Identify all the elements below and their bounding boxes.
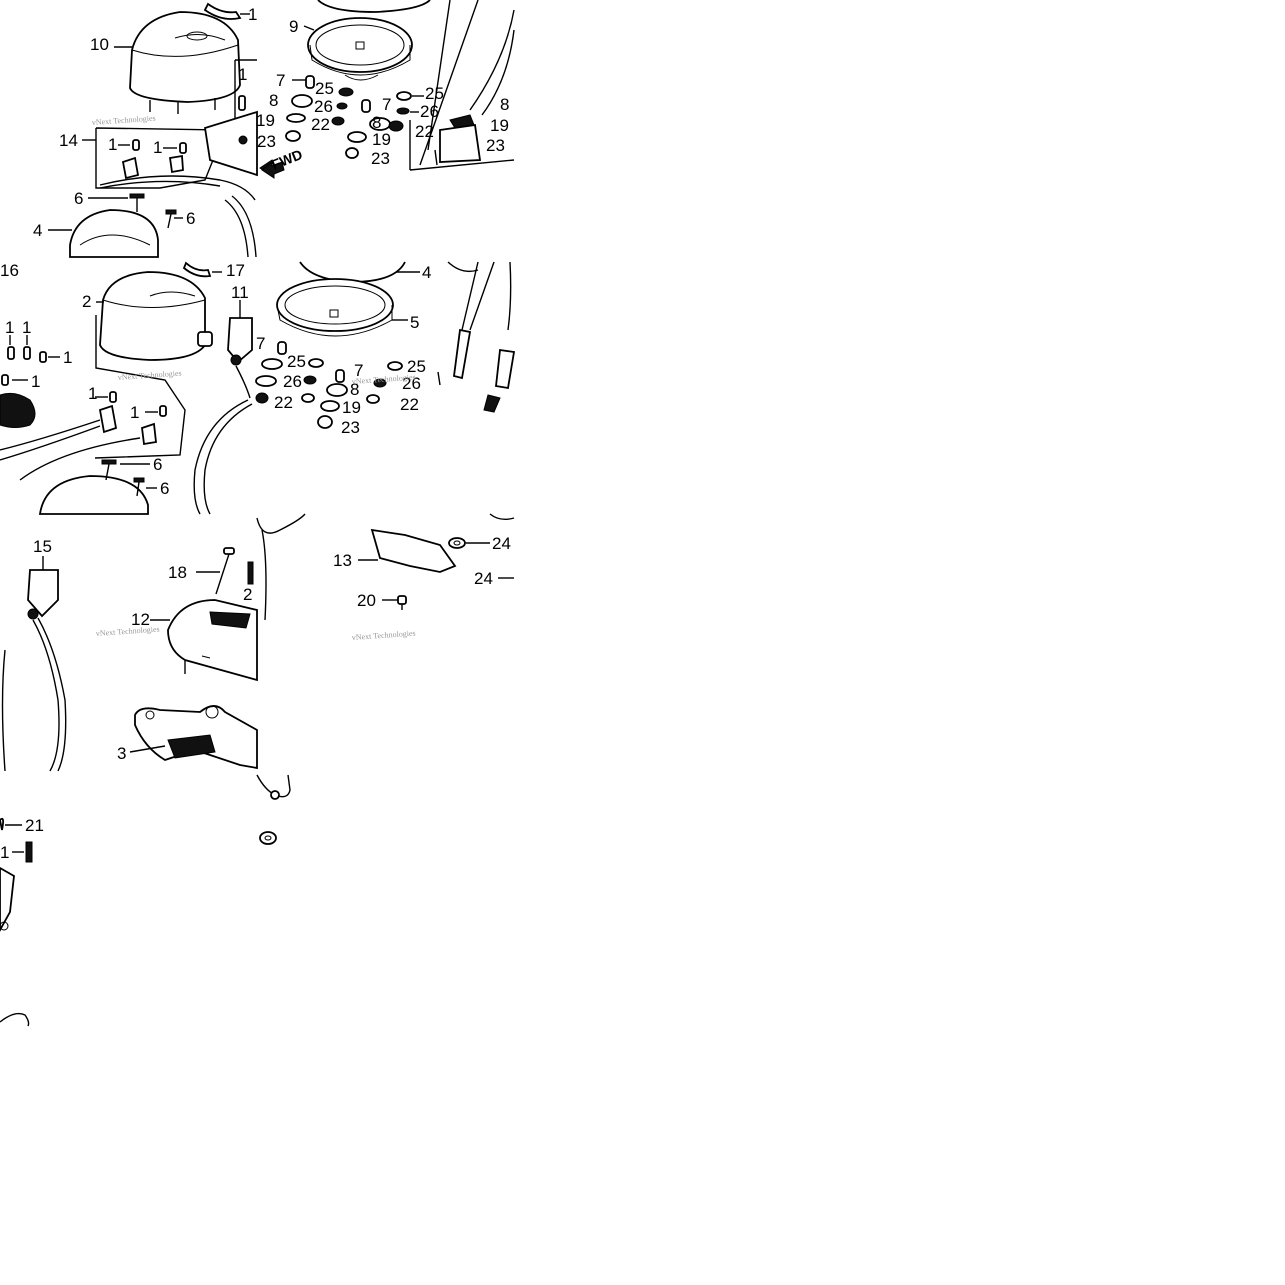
- tile-4-meter-cup: 4 5 7 25 7 25 26 26 8 22 22 19 23 vNext …: [255, 261, 516, 437]
- callout-15: 15: [33, 537, 52, 556]
- callout-22: 22: [311, 115, 330, 134]
- callout-1: 1: [88, 384, 97, 403]
- callout-1: 1: [31, 372, 40, 391]
- callout-22: 22: [415, 122, 434, 141]
- watermark-text: vNext Technologies: [96, 625, 160, 638]
- callout-19: 19: [372, 130, 391, 149]
- callout-19: 19: [490, 116, 509, 135]
- callout-25: 25: [287, 352, 306, 371]
- callout-1: 1: [63, 348, 72, 367]
- callout-1: 1: [238, 65, 247, 84]
- callout-3: 3: [117, 744, 126, 763]
- callout-17: 17: [226, 261, 245, 280]
- callout-13: 13: [333, 551, 352, 570]
- tile-3-meter-assembly: 16 17 2 11 1 1 1 1 1 1 6 6 vNext Technol…: [0, 261, 253, 515]
- callout-4: 4: [422, 263, 431, 282]
- callout-19: 19: [342, 398, 361, 417]
- callout-1: 1: [5, 318, 14, 337]
- callout-9: 9: [289, 17, 298, 36]
- meter-housing: [129, 11, 241, 103]
- callout-20: 20: [357, 591, 376, 610]
- tile-7-fasteners: 21 1: [0, 774, 291, 1027]
- tile-5-meter-panel: 15 18 2 12 3 vNext Technologies: [1, 537, 258, 772]
- callout-10: 10: [90, 35, 109, 54]
- callout-18: 18: [168, 563, 187, 582]
- watermark-text: vNext Technologies: [92, 114, 156, 127]
- callout-26: 26: [402, 374, 421, 393]
- callout-8: 8: [269, 91, 278, 110]
- callout-19: 19: [256, 111, 275, 130]
- callout-22: 22: [274, 393, 293, 412]
- callout-14: 14: [59, 131, 78, 150]
- callout-25: 25: [425, 84, 444, 103]
- callout-25: 25: [407, 357, 426, 376]
- callout-7: 7: [276, 71, 285, 90]
- callout-8: 8: [372, 113, 381, 132]
- callout-16: 16: [0, 261, 19, 280]
- callout-1: 1: [108, 135, 117, 154]
- tile-2-meter-cup: FWD 9 7 25 25 8 26 7 26 19 22 8 22 23 19…: [256, 0, 515, 179]
- watermark-text: vNext Technologies: [352, 373, 416, 386]
- tile-6-cover: 24 13 24 20 vNext Technologies: [256, 513, 515, 642]
- callout-23: 23: [371, 149, 390, 168]
- callout-7: 7: [256, 334, 265, 353]
- watermark-text: vNext Technologies: [352, 629, 416, 642]
- fwd-arrow-icon: [261, 160, 285, 179]
- watermark-text: vNext Technologies: [118, 369, 182, 382]
- callout-8: 8: [350, 380, 359, 399]
- callout-23: 23: [257, 132, 276, 151]
- callout-1: 1: [248, 5, 257, 24]
- callout-1: 1: [130, 403, 139, 422]
- callout-6: 6: [160, 479, 169, 498]
- callout-26: 26: [314, 97, 333, 116]
- callout-23: 23: [486, 136, 505, 155]
- callout-2: 2: [243, 585, 252, 604]
- callout-6: 6: [153, 455, 162, 474]
- callout-25: 25: [315, 79, 334, 98]
- callout-24: 24: [492, 534, 511, 553]
- callout-7: 7: [354, 361, 363, 380]
- callout-5: 5: [410, 313, 419, 332]
- callout-1: 1: [0, 843, 9, 862]
- callout-26: 26: [420, 102, 439, 121]
- callout-8: 8: [500, 95, 509, 114]
- callout-23: 23: [341, 418, 360, 437]
- callout-6: 6: [186, 209, 195, 228]
- callout-6: 6: [74, 189, 83, 208]
- callout-24: 24: [474, 569, 493, 588]
- callout-4: 4: [33, 221, 42, 240]
- callout-1: 1: [22, 318, 31, 337]
- callout-11: 11: [231, 283, 249, 302]
- callout-2: 2: [82, 292, 91, 311]
- callout-12: 12: [131, 610, 150, 629]
- tile-1-meter-assembly: 1 10 1 14 1 1 6 6 4 vNext Technologies: [33, 2, 273, 258]
- callout-26: 26: [283, 372, 302, 391]
- callout-1: 1: [153, 138, 162, 157]
- callout-22: 22: [400, 395, 419, 414]
- callout-7: 7: [382, 95, 391, 114]
- callout-21: 21: [25, 816, 44, 835]
